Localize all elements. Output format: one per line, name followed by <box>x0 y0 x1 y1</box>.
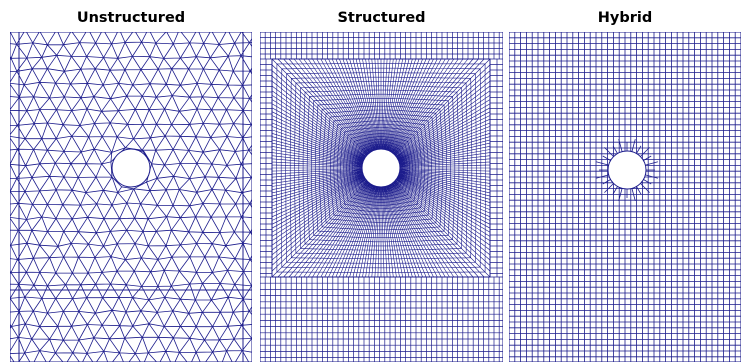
boundary-layer-lines <box>18 32 244 362</box>
outer-block-grid-lines <box>260 32 503 362</box>
panel-title-hybrid: Hybrid <box>597 10 653 26</box>
cartesian-grid-lines <box>509 32 741 362</box>
circular-hole <box>607 150 647 190</box>
circular-hole <box>361 148 401 188</box>
structured-mesh-panel <box>260 32 503 362</box>
unstructured-mesh-panel <box>10 32 252 362</box>
triangular-mesh-lines <box>10 32 252 362</box>
panel-title-structured: Structured <box>337 10 426 26</box>
panel-title-unstructured: Unstructured <box>76 10 186 26</box>
hybrid-mesh-panel <box>509 32 741 362</box>
inner-block-boundary <box>271 58 491 278</box>
transition-spoke-lines <box>595 138 659 202</box>
circular-hole <box>111 148 151 188</box>
